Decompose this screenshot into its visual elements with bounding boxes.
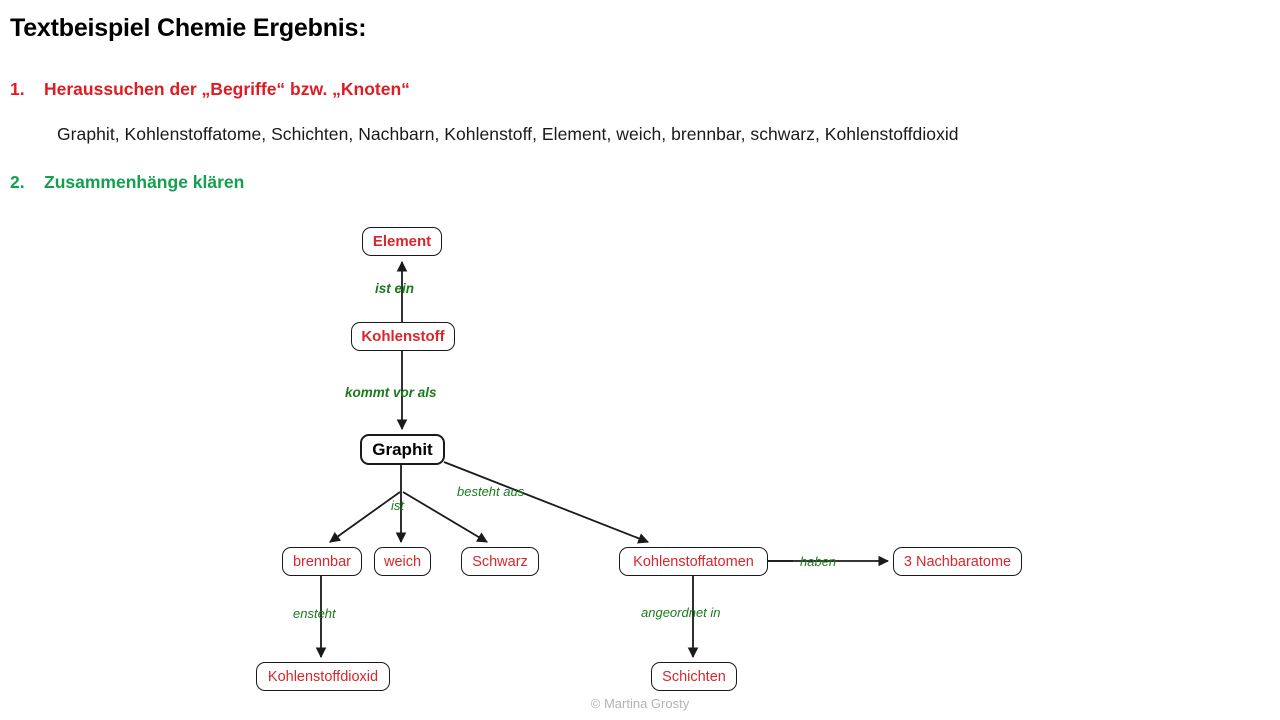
step-item-2: 2. Zusammenhänge klären	[10, 172, 244, 193]
edge-label-angeordnet-in: angeordnet in	[641, 605, 721, 620]
step-1-label: Heraussuchen der „Begriffe“ bzw. „Knoten…	[44, 79, 410, 99]
step-item-1: 1. Heraussuchen der „Begriffe“ bzw. „Knot…	[10, 79, 410, 100]
step-1-number: 1.	[10, 79, 25, 99]
page-title: Textbeispiel Chemie Ergebnis:	[10, 14, 367, 42]
edge-graphit-brennbar	[329, 491, 401, 543]
node-element[interactable]: Element	[362, 227, 442, 256]
node-schichten-label: Schichten	[662, 668, 726, 685]
step-2-number: 2.	[10, 172, 25, 192]
node-kohlenstoffdioxid[interactable]: Kohlenstoffdioxid	[256, 662, 390, 691]
node-kohlenstoff-label: Kohlenstoff	[361, 328, 445, 345]
node-schwarz-label: Schwarz	[472, 553, 528, 570]
step-2-label: Zusammenhänge klären	[44, 172, 245, 192]
node-element-label: Element	[372, 233, 432, 250]
node-weich[interactable]: weich	[374, 547, 431, 576]
edge-label-besteht-aus: besteht aus	[457, 484, 525, 499]
copyright-footer: © Martina Grosty	[590, 696, 690, 711]
node-graphit-label: Graphit	[372, 439, 433, 459]
edge-graphit-schwarz	[402, 491, 488, 543]
node-kohlenstoff[interactable]: Kohlenstoff	[351, 322, 455, 351]
node-nachbaratome[interactable]: 3 Nachbaratome	[893, 547, 1022, 576]
node-kohlenstoffdioxid-label: Kohlenstoffdioxid	[267, 668, 379, 685]
edge-label-kommt-vor-als: kommt vor als	[345, 385, 437, 400]
node-kohlenstoffatomen-label: Kohlenstoffatomen	[633, 553, 754, 570]
edge-label-ist: ist	[391, 498, 404, 513]
node-nachbaratome-label: 3 Nachbaratome	[903, 553, 1012, 570]
node-graphit[interactable]: Graphit	[360, 434, 445, 465]
edge-label-ist-ein: ist ein	[375, 281, 415, 296]
edge-label-haben: haben	[800, 554, 837, 569]
node-schwarz[interactable]: Schwarz	[461, 547, 539, 576]
node-schichten[interactable]: Schichten	[651, 662, 737, 691]
node-weich-label: weich	[383, 553, 422, 570]
terms-list: Graphit, Kohlenstoffatome, Schichten, Na…	[57, 124, 959, 144]
node-brennbar[interactable]: brennbar	[282, 547, 362, 576]
edge-graphit-kohlenstoffatomen	[443, 461, 650, 544]
node-brennbar-label: brennbar	[292, 553, 352, 570]
edge-label-ensteht: ensteht	[293, 606, 336, 621]
node-kohlenstoffatomen[interactable]: Kohlenstoffatomen	[619, 547, 768, 576]
